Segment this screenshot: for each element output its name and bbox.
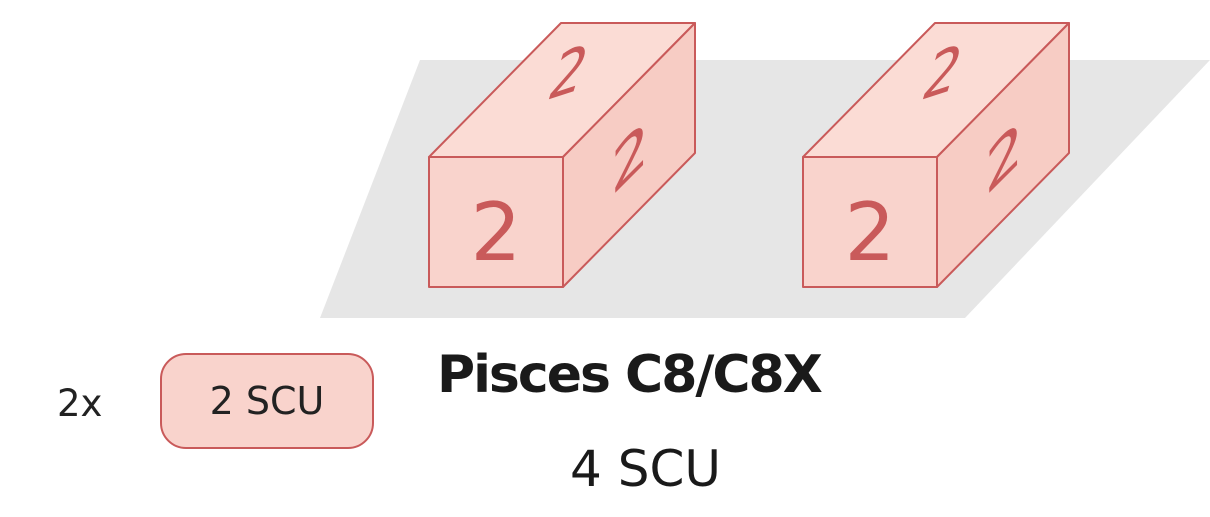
crate-1-front-label: 2	[471, 186, 522, 279]
crate-2: 2 2 2	[802, 22, 1070, 288]
crate-count: 2x	[57, 382, 103, 425]
crate-1-side-face	[562, 22, 696, 288]
crate-size-badge: 2 SCU	[160, 353, 374, 449]
ship-name: Pisces C8/C8X	[437, 345, 823, 405]
crate-2-side-face	[936, 22, 1070, 288]
crate-1: 2 2 2	[428, 22, 696, 288]
ship-capacity: 4 SCU	[570, 440, 721, 498]
crate-2-front-label: 2	[845, 186, 896, 279]
